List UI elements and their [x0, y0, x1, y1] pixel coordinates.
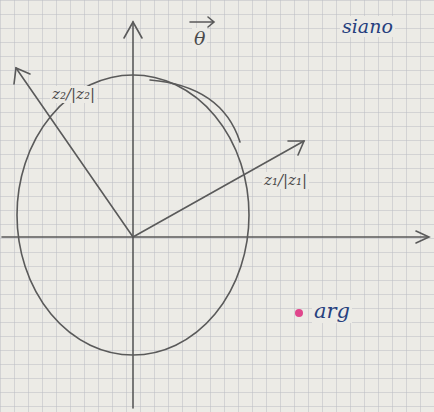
axis-arrow: [416, 231, 429, 243]
vector-label: z₁/|z₁|: [262, 172, 309, 189]
axis-arrow: [124, 22, 142, 38]
pink-bullet: [295, 309, 303, 317]
x-axis: [2, 236, 428, 238]
vector-z1: [133, 141, 304, 237]
vector-arrow: [14, 68, 30, 84]
note-text: arg: [312, 300, 352, 323]
vector-arrow: [288, 141, 304, 155]
vector-hat: [190, 17, 214, 27]
angle-arc: [150, 80, 240, 142]
unit-circle: [17, 75, 249, 355]
vector-label: z₂/|z₂|: [50, 86, 97, 103]
y-axis: [132, 22, 134, 408]
vector-z2: [16, 68, 133, 237]
note-text: siano: [340, 16, 395, 37]
angle-label: θ: [192, 28, 207, 49]
